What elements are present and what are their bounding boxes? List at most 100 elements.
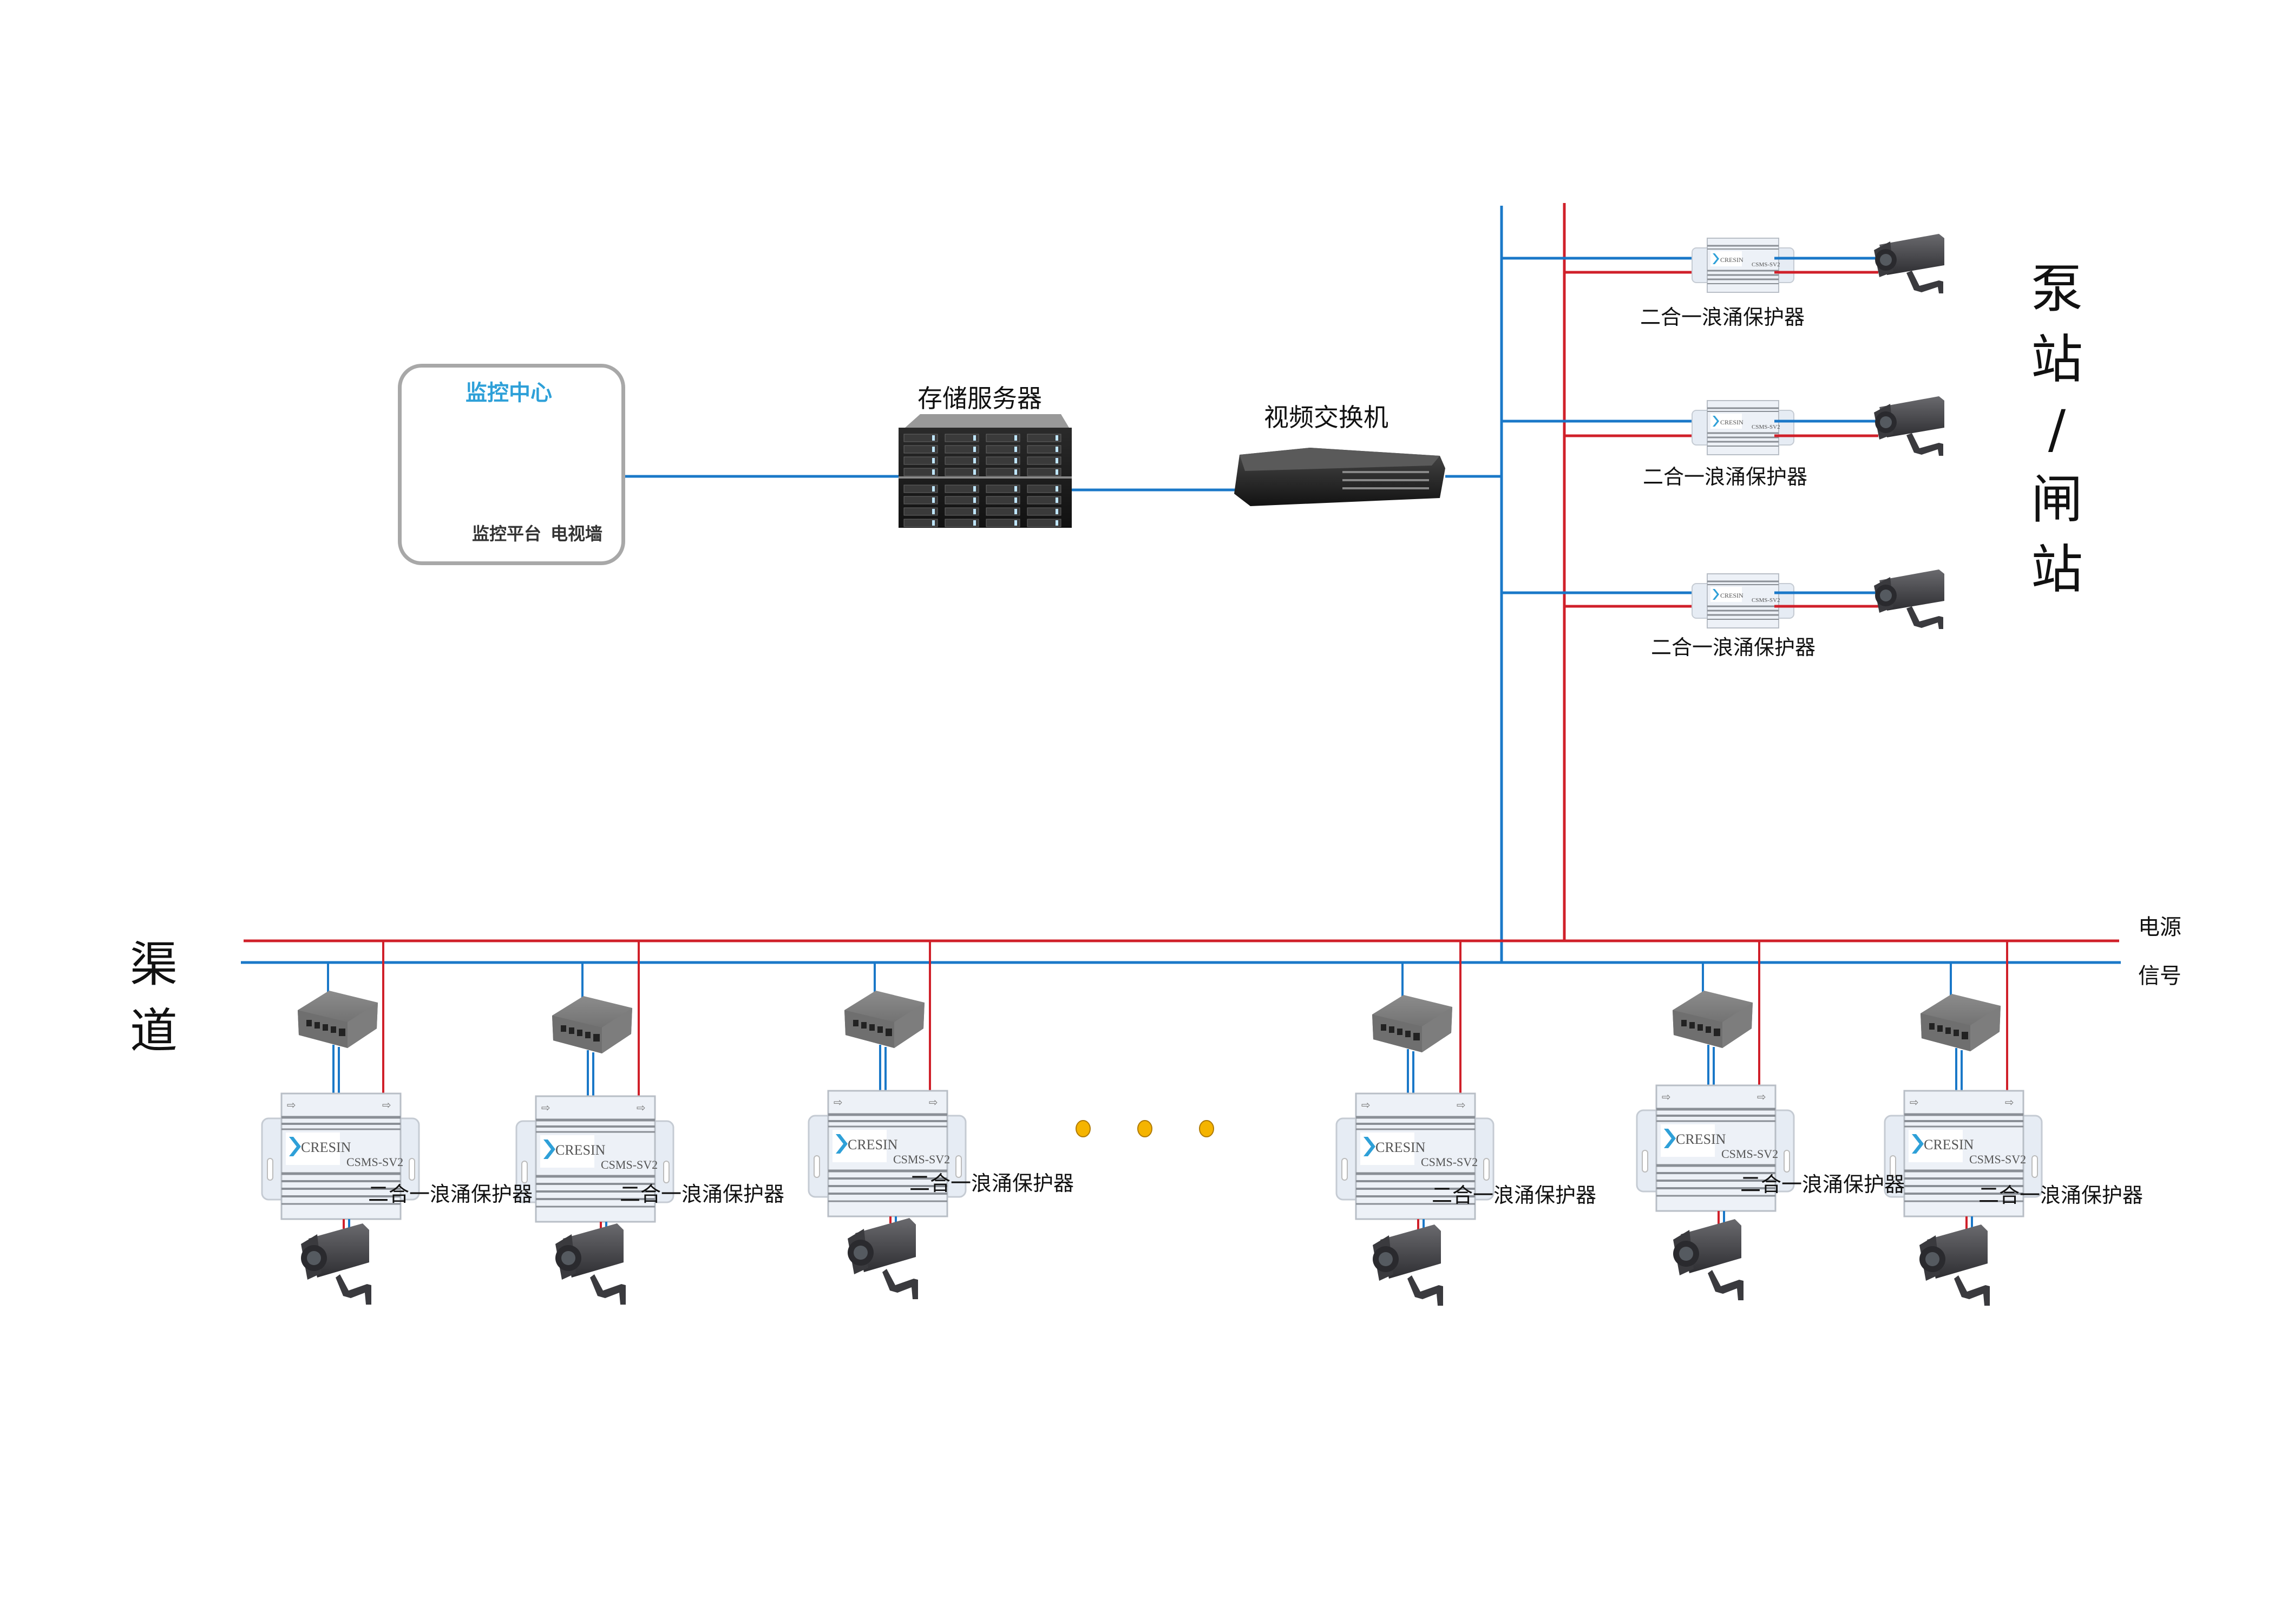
channel-protector-label: 二合一浪涌保护器: [909, 1171, 1074, 1195]
drive-bay: [1027, 484, 1061, 493]
drive-bay: [986, 519, 1020, 527]
pump-station-title-char: 站: [2031, 329, 2083, 390]
camera-icon: [1874, 569, 1944, 629]
drive-bay: [986, 484, 1020, 493]
drive-bay: [986, 507, 1020, 516]
monitor-center-box: 监控中心 监控平台 电视墙: [398, 364, 625, 565]
channel-protector-label: 二合一浪涌保护器: [620, 1182, 785, 1206]
pump-station-title-char: 泵: [2031, 259, 2083, 319]
drive-led: [973, 435, 976, 441]
poe-switch-icon: [1921, 994, 2001, 1051]
pump-station-title: 泵 站 / 闸 站: [2027, 254, 2087, 605]
drive-bay: [1027, 519, 1061, 527]
ellipsis-dot: [1076, 1120, 1091, 1137]
pump-branch: [1502, 234, 1944, 293]
drive-led: [932, 458, 935, 463]
drive-bay: [1027, 445, 1061, 454]
drive-led: [973, 509, 976, 514]
legend-power-label: 电源: [2138, 915, 2181, 940]
camera-icon: [1673, 1219, 1744, 1300]
drive-bay: [903, 484, 938, 493]
drive-led: [1014, 497, 1017, 503]
drive-bay: [903, 434, 938, 442]
storage-server-icon: [899, 414, 1072, 528]
drive-bay: [945, 468, 979, 476]
pump-station-title-char: 闸: [2031, 469, 2083, 530]
drive-bay: [945, 507, 979, 516]
drive-bay: [986, 496, 1020, 505]
channel-protector-label: 二合一浪涌保护器: [1978, 1183, 2144, 1207]
channel-unit: [516, 941, 673, 1305]
drive-bay: [903, 468, 938, 476]
drive-bay: [945, 519, 979, 527]
channel-protector-label: 二合一浪涌保护器: [1740, 1173, 1905, 1196]
drive-led: [1056, 509, 1058, 514]
pump-protector-label: 二合一浪涌保护器: [1640, 305, 1805, 329]
drive-led: [1014, 520, 1017, 526]
drive-bay: [945, 445, 979, 454]
drive-bay: [1027, 468, 1061, 476]
drive-bay: [945, 456, 979, 465]
drive-led: [1056, 520, 1058, 526]
signal-lines: [241, 206, 2121, 964]
pump-branch: [1502, 569, 1944, 629]
channel-unit: [809, 941, 966, 1299]
drive-bay: [945, 496, 979, 505]
channel-protector-label: 二合一浪涌保护器: [368, 1182, 533, 1206]
monitoring-platform-label: 监控平台: [472, 523, 542, 544]
drive-led: [932, 486, 935, 492]
surge-protector-icon: [1691, 237, 1795, 293]
drive-bay: [945, 484, 979, 493]
drive-led: [1014, 458, 1017, 463]
drive-bay: [903, 519, 938, 527]
drive-led: [932, 469, 935, 475]
channel-unit: [1637, 941, 1794, 1300]
drive-led: [932, 509, 935, 514]
channel-unit: [262, 941, 419, 1305]
pump-branch: [1502, 396, 1944, 456]
video-switch-label: 视频交换机: [1264, 403, 1388, 432]
drive-led: [1056, 497, 1058, 503]
camera-icon: [1874, 234, 1944, 293]
channel-title-char: 渠: [130, 937, 178, 992]
drive-bay: [986, 434, 1020, 442]
power-lines: [244, 203, 2119, 942]
channel-protector-label: 二合一浪涌保护器: [1432, 1183, 1597, 1207]
ellipsis-dots: [1076, 1120, 1214, 1137]
drive-led: [932, 520, 935, 526]
drive-bay: [1027, 507, 1061, 516]
drive-led: [973, 469, 976, 475]
drive-bay: [986, 456, 1020, 465]
drive-led: [1056, 469, 1058, 475]
channel-title: 渠 道: [130, 931, 178, 1064]
drive-led: [1056, 435, 1058, 441]
channel-unit: [1885, 941, 2042, 1306]
drive-led: [932, 497, 935, 503]
pump-station-branches: [1502, 234, 1944, 629]
drive-led: [973, 458, 976, 463]
drive-led: [1056, 486, 1058, 492]
ellipsis-dot: [1137, 1120, 1152, 1137]
camera-icon: [555, 1223, 626, 1305]
video-switch-icon: [1234, 448, 1445, 506]
camera-icon: [1373, 1224, 1443, 1306]
pump-station-title-char: 站: [2031, 539, 2083, 600]
channel-title-char: 道: [130, 1003, 178, 1059]
pump-protector-label: 二合一浪涌保护器: [1643, 465, 1808, 489]
channel-units: [262, 941, 2042, 1306]
poe-switch-icon: [552, 996, 632, 1053]
drive-bay: [1027, 496, 1061, 505]
monitor-center-title: 监控中心: [466, 381, 552, 405]
tv-wall-label: 电视墙: [550, 523, 603, 544]
drive-led: [1014, 435, 1017, 441]
drive-led: [973, 520, 976, 526]
drive-bay: [1027, 456, 1061, 465]
drive-bay: [903, 456, 938, 465]
channel-unit: [1336, 941, 1493, 1306]
drive-led: [1014, 509, 1017, 514]
poe-switch-icon: [1673, 991, 1753, 1048]
pump-protector-label: 二合一浪涌保护器: [1651, 636, 1816, 659]
legend-signal-label: 信号: [2138, 964, 2181, 988]
storage-server-label: 存储服务器: [917, 384, 1042, 413]
drive-led: [1056, 447, 1058, 452]
